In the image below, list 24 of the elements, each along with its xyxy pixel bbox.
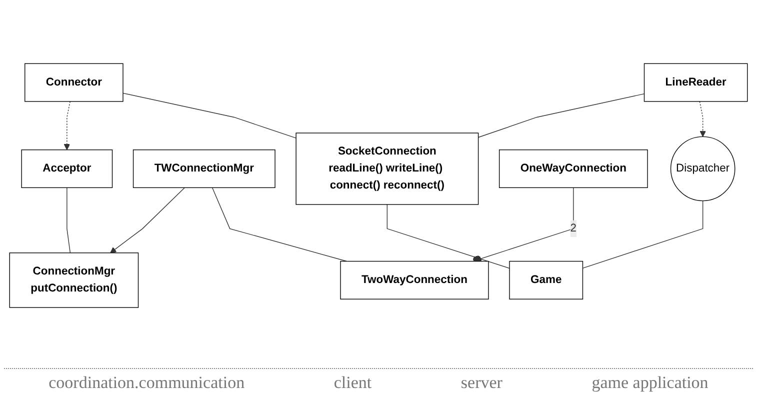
node-box: Acceptor — [21, 150, 113, 188]
node-box: TwoWayConnection — [340, 261, 489, 300]
arrow — [110, 188, 186, 254]
arrow — [64, 102, 70, 151]
connector — [582, 200, 704, 269]
connector — [66, 188, 71, 254]
arrow — [699, 102, 706, 138]
node-box: TWConnectionMgr — [132, 150, 276, 188]
connector — [386, 204, 510, 270]
node-circle: Dispatcher — [670, 136, 736, 202]
connector — [122, 93, 296, 139]
node-box: LineReader — [644, 64, 748, 102]
connector — [212, 188, 348, 262]
region-label: coordination.communication — [48, 373, 245, 393]
node-box: Connector — [24, 64, 124, 102]
node-box: ConnectionMgr putConnection() — [9, 252, 139, 308]
edge-label: 2 — [570, 222, 577, 235]
region-label: client — [334, 373, 372, 393]
node-box: OneWayConnection — [498, 150, 648, 188]
connector — [478, 94, 645, 138]
region-label: server — [460, 373, 502, 393]
region-label: game application — [592, 373, 708, 393]
node-box: SocketConnection readLine() writeLine() connect() reconnect() — [296, 133, 479, 206]
node-box: Game — [509, 261, 584, 300]
